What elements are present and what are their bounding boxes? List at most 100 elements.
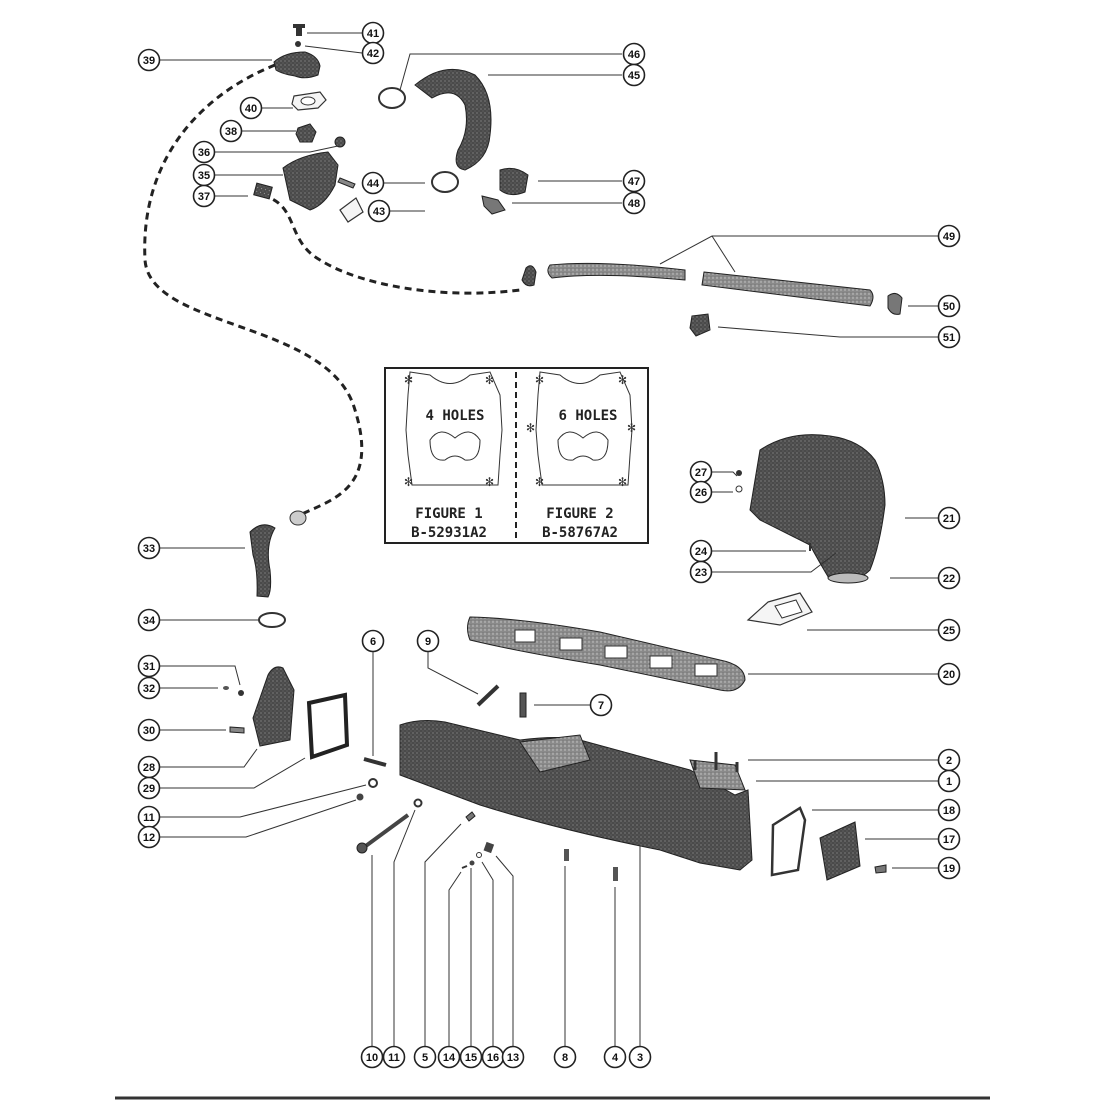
callout-31: 31 <box>137 654 161 678</box>
callout-label: 46 <box>628 49 640 61</box>
callout-circle <box>361 41 385 65</box>
part-4-bolt <box>613 867 618 881</box>
figure-1-gasket-outline <box>405 371 503 486</box>
figure-2-caption: FIGURE 2 <box>546 506 613 522</box>
callout-9: 9 <box>416 629 440 653</box>
callout-label: 5 <box>422 1052 428 1064</box>
part-10-bolt <box>361 813 410 850</box>
callout-11: 11 <box>382 1045 406 1069</box>
figure-2-star-ml: ✻ <box>526 421 535 435</box>
figure-1-port <box>429 431 481 461</box>
callout-circle <box>603 1045 627 1069</box>
part-3-exhaust-manifold <box>399 720 753 871</box>
callout-13: 13 <box>501 1045 525 1069</box>
callout-43: 43 <box>367 199 391 223</box>
callout-1: 1 <box>937 769 961 793</box>
part-7-stud <box>519 692 527 718</box>
callout-label: 1 <box>946 776 952 788</box>
callout-label: 28 <box>143 762 155 774</box>
part-19-screw <box>874 864 887 874</box>
callout-circle <box>937 506 961 530</box>
gasket-figure-inset: ✻ ✻ ✻ ✻ 4 HOLES FIGURE 1 B-52931A2 ✻ ✻ ✻… <box>384 367 649 544</box>
callout-36: 36 <box>192 140 216 164</box>
callout-40: 40 <box>239 96 263 120</box>
figure-1-star-bl: ✻ <box>404 475 413 489</box>
part-14-clip <box>461 865 468 869</box>
part-39-elbow <box>273 51 321 79</box>
part-46-clamp-upper <box>378 87 406 109</box>
water-hose-dashed <box>143 63 364 517</box>
callout-label: 47 <box>628 176 640 188</box>
callout-circle <box>382 1045 406 1069</box>
part-18-gasket <box>770 806 807 877</box>
part-34-clamp <box>258 612 286 628</box>
callout-label: 34 <box>143 615 156 627</box>
callout-label: 37 <box>198 191 210 203</box>
callout-17: 17 <box>937 827 961 851</box>
callout-50: 50 <box>937 294 961 318</box>
figure-1-caption: FIGURE 1 <box>415 506 482 522</box>
callout-6: 6 <box>361 629 385 653</box>
figure-1-star-br: ✻ <box>485 475 494 489</box>
callout-label: 35 <box>198 170 210 182</box>
callout-circle <box>589 693 613 717</box>
figure-2-star-br: ✻ <box>618 475 627 489</box>
callout-11: 11 <box>137 805 161 829</box>
part-30-bolt <box>229 726 245 734</box>
callout-label: 30 <box>143 725 155 737</box>
callout-26: 26 <box>689 480 713 504</box>
callout-label: 9 <box>425 636 431 648</box>
callout-label: 8 <box>562 1052 568 1064</box>
callout-circle <box>937 856 961 880</box>
callout-circle <box>937 566 961 590</box>
figure-2-star-bl: ✻ <box>535 475 544 489</box>
part-11-washer-2 <box>413 798 423 808</box>
callout-label: 27 <box>695 467 707 479</box>
callout-41: 41 <box>361 21 385 45</box>
callout-label: 39 <box>143 55 155 67</box>
callout-label: 40 <box>245 103 257 115</box>
callout-label: 31 <box>143 661 155 673</box>
callout-28: 28 <box>137 755 161 779</box>
part-48-clip <box>481 195 506 215</box>
callout-38: 38 <box>219 119 243 143</box>
callout-circle <box>192 140 216 164</box>
part-15-nut <box>469 860 475 866</box>
callout-label: 19 <box>943 863 955 875</box>
part-49-hose-section-1 <box>547 262 686 281</box>
figure-2-holes-label: 6 HOLES <box>558 408 617 424</box>
callout-label: 45 <box>628 70 640 82</box>
callout-10: 10 <box>360 1045 384 1069</box>
callout-label: 17 <box>943 834 955 846</box>
figure-1-star-tl: ✻ <box>404 373 413 387</box>
part-17-cover-plate <box>819 821 861 881</box>
callout-circle <box>437 1045 461 1069</box>
part-3-top-flange <box>519 734 591 773</box>
figure-2-star-tr: ✻ <box>618 373 627 387</box>
part-43-gasket <box>339 197 364 223</box>
callout-19: 19 <box>937 856 961 880</box>
callout-label: 51 <box>943 332 955 344</box>
upper-hose-clamp <box>289 510 307 526</box>
part-24-pin <box>809 543 811 551</box>
callout-circle <box>137 654 161 678</box>
callout-35: 35 <box>192 163 216 187</box>
callout-label: 42 <box>367 48 379 60</box>
part-5-screw <box>465 811 476 822</box>
callout-label: 18 <box>943 805 955 817</box>
part-11-washer <box>368 778 378 788</box>
callout-label: 4 <box>612 1052 619 1064</box>
callout-46: 46 <box>622 42 646 66</box>
callout-label: 3 <box>637 1052 643 1064</box>
part-9-stud <box>476 684 500 707</box>
callout-label: 10 <box>366 1052 378 1064</box>
callout-circle <box>937 769 961 793</box>
callout-label: 33 <box>143 543 155 555</box>
callout-circle <box>628 1045 652 1069</box>
callout-5: 5 <box>413 1045 437 1069</box>
callout-3: 3 <box>628 1045 652 1069</box>
callout-label: 12 <box>143 832 155 844</box>
callout-circle <box>937 224 961 248</box>
part-45-hose <box>414 68 492 171</box>
